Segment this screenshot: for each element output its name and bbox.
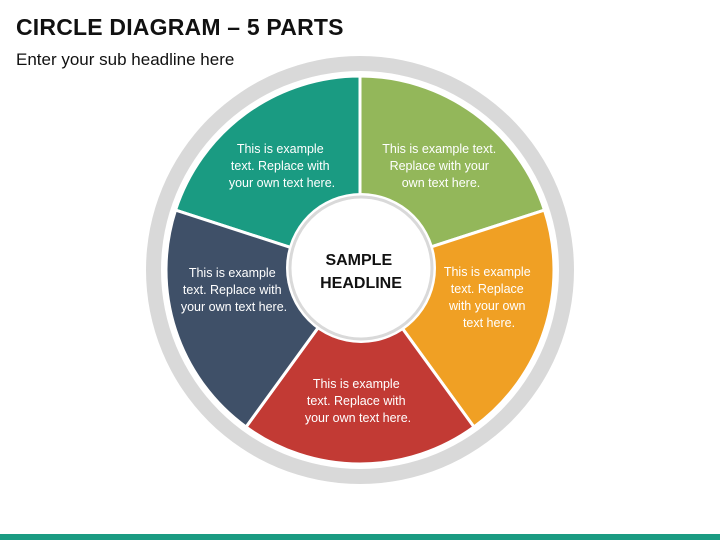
page-title: CIRCLE DIAGRAM – 5 PARTS xyxy=(16,14,344,40)
center-hub[interactable] xyxy=(288,195,434,341)
bottom-accent-bar xyxy=(0,534,720,540)
segment-bottom[interactable] xyxy=(243,267,477,466)
segment-left-text: This is example text. Replace with your … xyxy=(181,266,287,314)
segment-top-left-text: This is example text. Replace with your … xyxy=(229,142,335,190)
segment-top-right-text: This is example text. Replace with your … xyxy=(382,142,499,190)
segment-right-text: This is example text. Replace with your … xyxy=(444,265,534,330)
center-headline: SAMPLE HEADLINE xyxy=(320,252,402,292)
segment-bottom-text: This is example text. Replace with your … xyxy=(305,377,411,425)
page-subtitle: Enter your sub headline here xyxy=(16,50,235,69)
